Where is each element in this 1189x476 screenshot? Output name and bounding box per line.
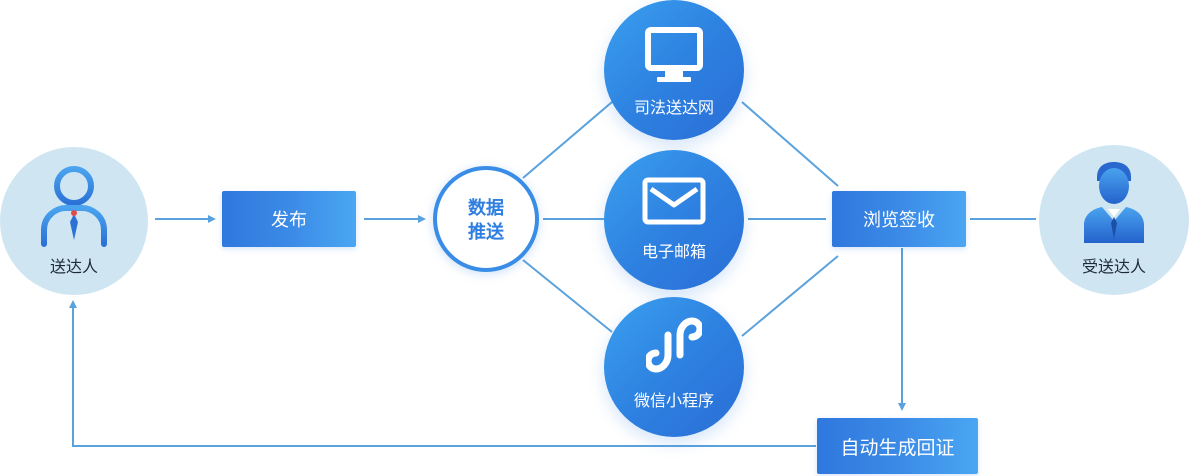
monitor-icon <box>645 27 703 82</box>
line-hub-to-judicial <box>522 101 613 179</box>
receipt-label: 自动生成回证 <box>840 437 955 459</box>
envelope-icon <box>642 177 706 225</box>
mini-program-label: 微信小程序 <box>633 393 714 410</box>
judicial-site-node: 司法送达网 <box>604 0 744 140</box>
email-label: 电子邮箱 <box>641 244 706 261</box>
email-node: 电子邮箱 <box>604 150 744 290</box>
recipient-node: 受送达人 <box>1039 145 1189 295</box>
judicial-site-label: 司法送达网 <box>633 100 714 117</box>
data-push-hub: 数据 推送 <box>433 166 539 272</box>
line-hub-to-miniprogram <box>522 259 613 333</box>
browse-sign-label: 浏览签收 <box>863 210 935 230</box>
person-with-tie-icon <box>41 166 107 247</box>
hub-label-line1: 数据 <box>468 198 504 218</box>
hub-label-line2: 推送 <box>468 222 504 242</box>
sender-label: 送达人 <box>49 259 98 276</box>
receipt-box[interactable]: 自动生成回证 <box>817 418 978 474</box>
recipient-label: 受送达人 <box>1081 259 1146 276</box>
arrow-receipt-to-sender <box>69 300 816 447</box>
businessman-icon <box>1084 162 1144 243</box>
browse-sign-box[interactable]: 浏览签收 <box>832 191 966 247</box>
line-miniprogram-to-browse <box>741 255 839 337</box>
publish-label: 发布 <box>271 210 307 230</box>
mini-program-icon <box>646 317 702 373</box>
mini-program-node: 微信小程序 <box>604 297 744 437</box>
publish-box[interactable]: 发布 <box>222 191 356 247</box>
line-judicial-to-browse <box>741 101 839 187</box>
sender-node: 送达人 <box>0 147 148 295</box>
